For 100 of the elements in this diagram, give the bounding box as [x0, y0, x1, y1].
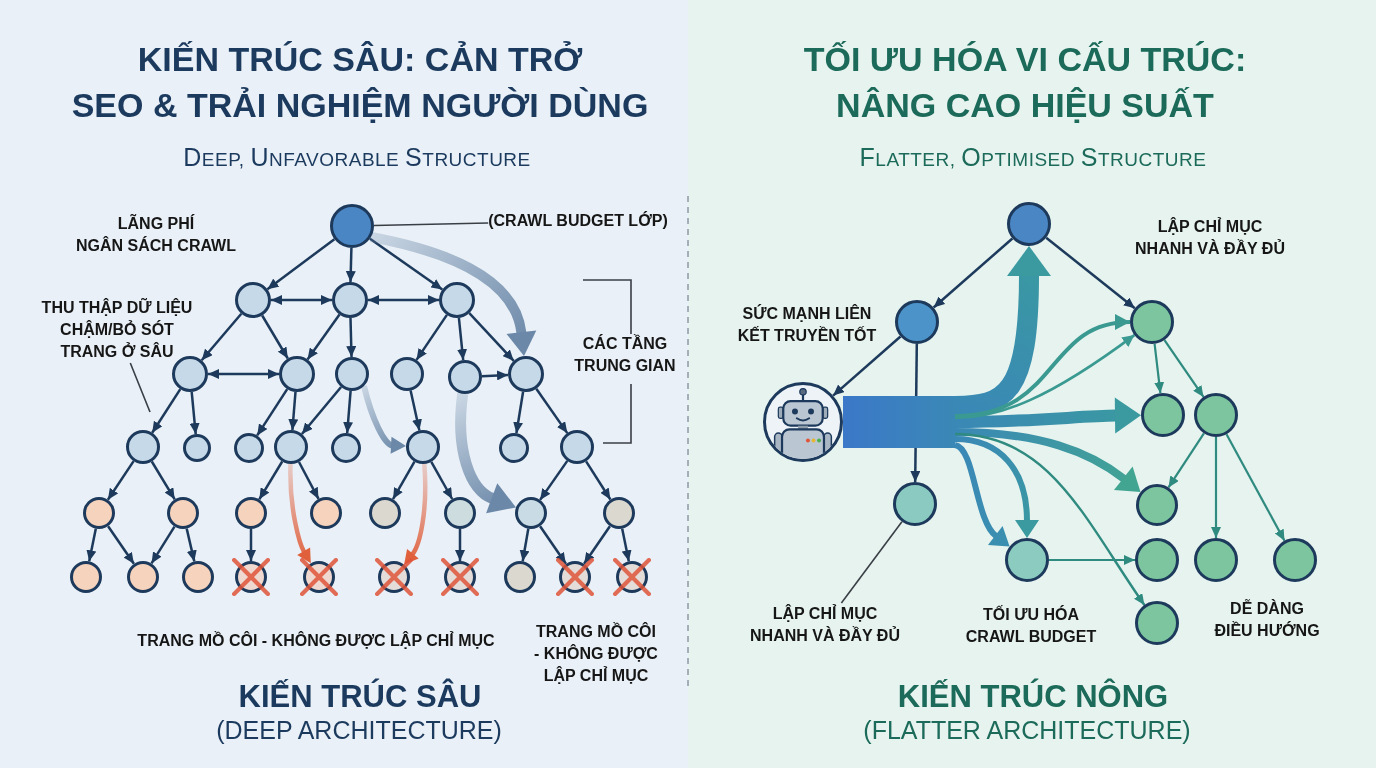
- thick-curved-arrow: [954, 397, 1141, 434]
- page-node: [1141, 393, 1185, 437]
- page-node: [126, 430, 160, 464]
- panel-subtitle: DEEP, UNFAVORABLE STRUCTURE: [183, 142, 531, 173]
- page-node: [499, 433, 529, 463]
- arrow: [583, 525, 611, 565]
- arrow: [468, 312, 515, 362]
- page-node: [369, 497, 401, 529]
- arrow: [86, 528, 98, 562]
- arrow: [455, 529, 465, 561]
- arrow: [932, 237, 1014, 309]
- arrow: [300, 386, 343, 435]
- page-node: [406, 430, 440, 464]
- page-node: [234, 433, 264, 463]
- page-node: [1005, 538, 1049, 582]
- arrow: [185, 528, 197, 562]
- page-node: [279, 356, 315, 392]
- arrow: [150, 460, 176, 500]
- arrow: [481, 370, 509, 381]
- arrow: [288, 391, 299, 431]
- arrow: [409, 390, 423, 431]
- arrow: [519, 528, 530, 562]
- arrow: [1049, 555, 1135, 565]
- page-node: [603, 497, 635, 529]
- arrow: [513, 391, 525, 434]
- arrow: [1211, 437, 1221, 538]
- arrow: [1225, 433, 1286, 542]
- comparison-panel: [688, 0, 1376, 768]
- arrow: [1045, 236, 1136, 310]
- page-node: [560, 430, 594, 464]
- arrow: [266, 238, 336, 291]
- page-node: [444, 497, 476, 529]
- annotation-text: DỄ DÀNG ĐIỀU HƯỚNG: [1214, 598, 1320, 641]
- arrow: [415, 314, 448, 361]
- page-node: [515, 497, 547, 529]
- thick-curved-arrow: [404, 463, 428, 565]
- page-node: [508, 356, 544, 392]
- annotation-text: TRANG MỒ CÔI - KHÔNG ĐƯỢC LẬP CHỈ MỤC: [137, 630, 495, 651]
- curved-arrow: [954, 315, 1131, 418]
- page-node: [895, 300, 939, 344]
- page-node: [310, 497, 342, 529]
- double-headed-arrow: [368, 295, 439, 305]
- leader-line: [129, 362, 151, 413]
- arrow: [106, 460, 135, 501]
- arrow: [585, 460, 612, 501]
- arrow: [306, 313, 341, 361]
- arrow: [535, 388, 569, 434]
- thick-curved-arrow: [455, 393, 516, 514]
- annotation-text: (CRAWL BUDGET LỚP): [488, 210, 668, 232]
- annotation-text: THU THẬP DỮ LIỆU CHẬM/BỎ SÓT TRANG Ở SÂU: [41, 297, 193, 363]
- arrow: [391, 461, 416, 500]
- arrow: [1153, 343, 1165, 394]
- arrow: [297, 461, 320, 500]
- page-node: [70, 561, 102, 593]
- page-node: [448, 360, 482, 394]
- arrow: [620, 528, 632, 562]
- arrow: [258, 460, 284, 500]
- arrow: [107, 525, 135, 565]
- curved-arrow: [954, 334, 1136, 420]
- page-node: [1194, 538, 1238, 582]
- page-node: [332, 282, 368, 318]
- annotation-text: LẬP CHỈ MỤC NHANH VÀ ĐẦY ĐỦ: [750, 603, 900, 647]
- thick-curved-arrow: [954, 428, 1141, 492]
- page-node: [439, 282, 475, 318]
- thick-curved-arrow: [954, 436, 1039, 538]
- architecture-caption: KIẾN TRÚC NÔNG: [897, 679, 1169, 715]
- arrow: [256, 388, 289, 437]
- page-node: [235, 282, 271, 318]
- arrow: [1163, 339, 1205, 398]
- architecture-caption-subtitle: (FLATTER ARCHITECTURE): [863, 715, 1191, 746]
- page-node: [1194, 393, 1238, 437]
- page-node: [1273, 538, 1317, 582]
- double-headed-arrow: [208, 369, 279, 379]
- leader-line: [840, 520, 903, 604]
- arrow: [1167, 432, 1205, 488]
- page-node: [167, 497, 199, 529]
- page-node: [183, 434, 211, 462]
- annotation-text: CÁC TẦNG TRUNG GIAN: [574, 333, 676, 376]
- architecture-caption-subtitle: (DEEP ARCHITECTURE): [216, 715, 502, 746]
- thick-curved-arrow: [953, 442, 1010, 547]
- page-node: [330, 204, 374, 248]
- page-node: [172, 356, 208, 392]
- annotation-text: TỐI ƯU HÓA CRAWL BUDGET: [965, 604, 1097, 647]
- double-headed-arrow: [271, 295, 332, 305]
- panel-title: KIẾN TRÚC SÂU: CẢN TRỞ SEO & TRẢI NGHIỆM NGƯỜI DÙNG: [71, 39, 649, 126]
- arrow: [539, 525, 567, 565]
- thick-curved-arrow: [361, 385, 406, 454]
- arrow: [832, 335, 902, 397]
- thick-curved-arrow: [370, 232, 537, 357]
- arrow: [261, 314, 289, 360]
- arrow: [430, 461, 454, 500]
- page-node: [127, 561, 159, 593]
- arrow: [539, 460, 569, 501]
- arrow: [346, 317, 357, 358]
- arrow: [246, 529, 256, 561]
- page-node: [235, 497, 267, 529]
- thick-curved-arrow: [288, 463, 311, 564]
- page-node: [182, 561, 214, 593]
- page-node: [1135, 538, 1179, 582]
- page-node: [1135, 601, 1179, 645]
